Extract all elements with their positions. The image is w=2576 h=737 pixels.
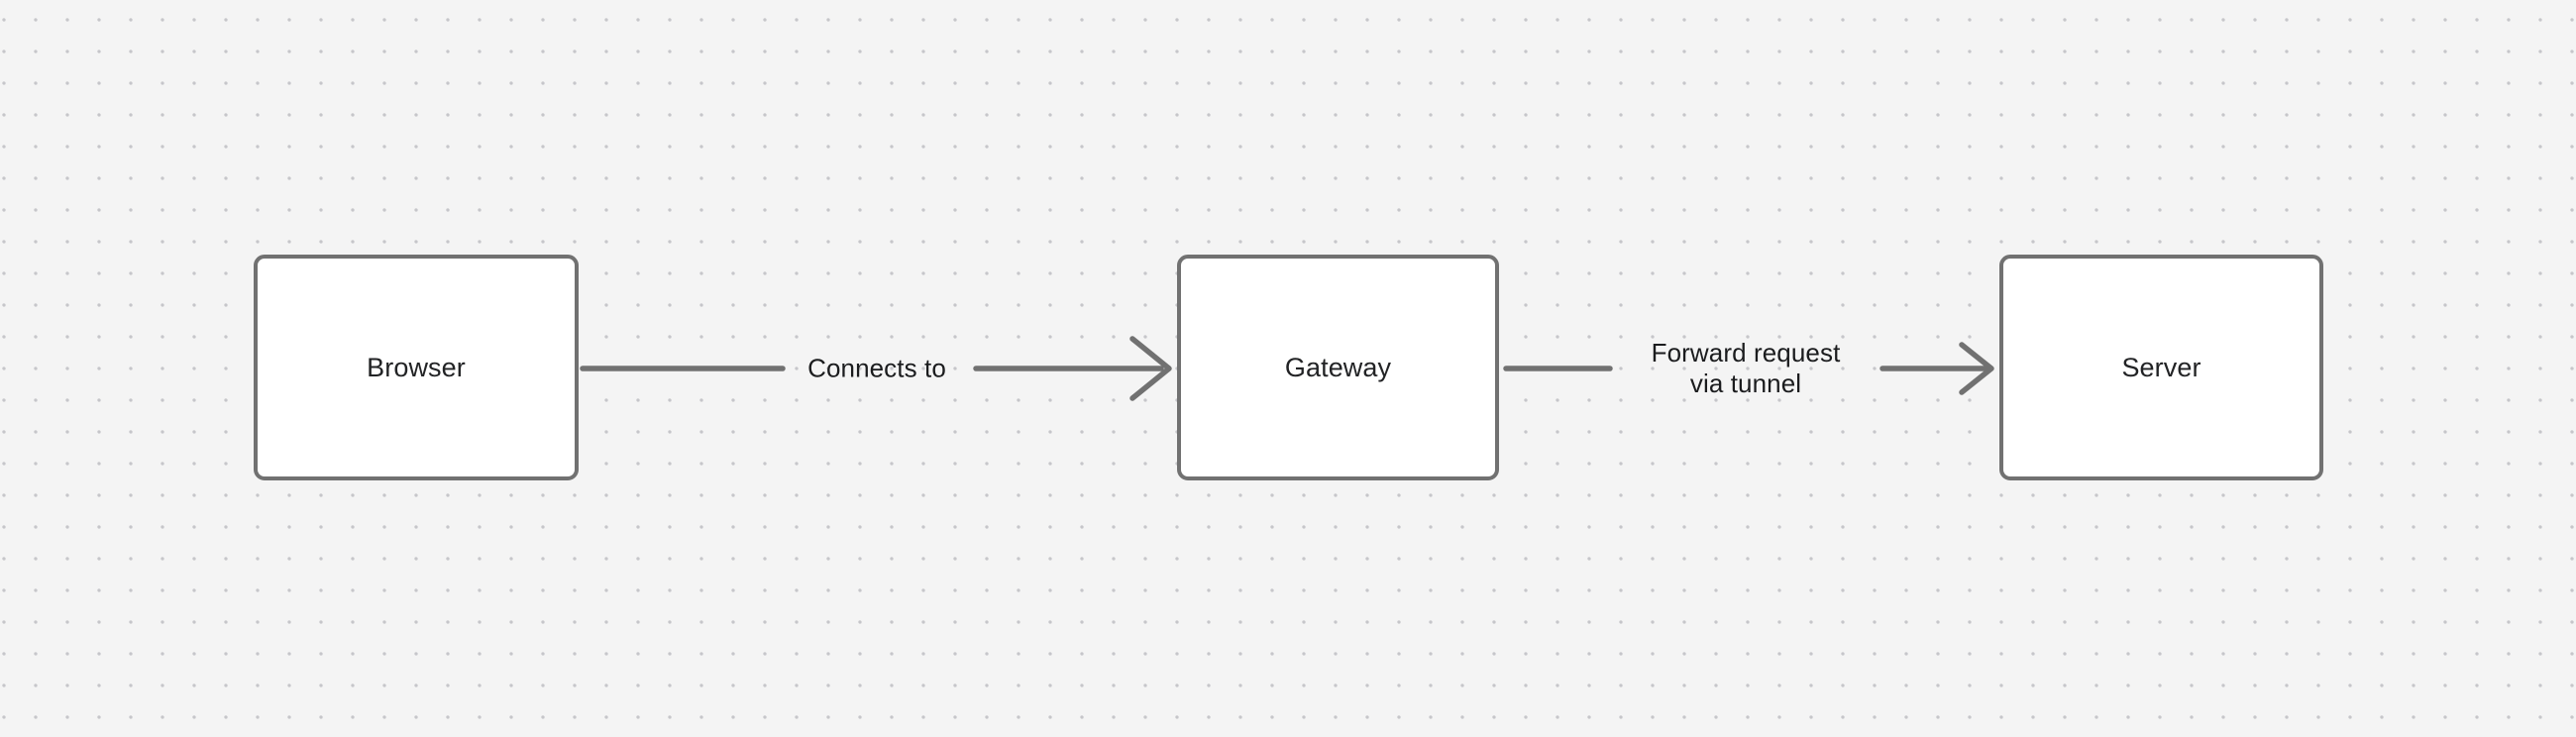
canvas-bottom-edge <box>0 728 2576 737</box>
node-gateway-label: Gateway <box>1284 352 1392 382</box>
node-gateway[interactable]: Gateway <box>1177 255 1499 480</box>
edge-gateway-server-arrowhead <box>1959 342 1994 395</box>
node-browser[interactable]: Browser <box>254 255 579 480</box>
node-browser-label: Browser <box>367 352 466 382</box>
edge-label-line-2: via tunnel <box>1689 368 1802 398</box>
edge-label-connects-to[interactable]: Connects to <box>807 353 946 383</box>
node-server-label: Server <box>2121 352 2201 382</box>
node-server[interactable]: Server <box>1999 255 2323 480</box>
edge-browser-gateway-arrowhead <box>1129 336 1172 401</box>
edge-label-line-1: Forward request <box>1651 338 1841 368</box>
